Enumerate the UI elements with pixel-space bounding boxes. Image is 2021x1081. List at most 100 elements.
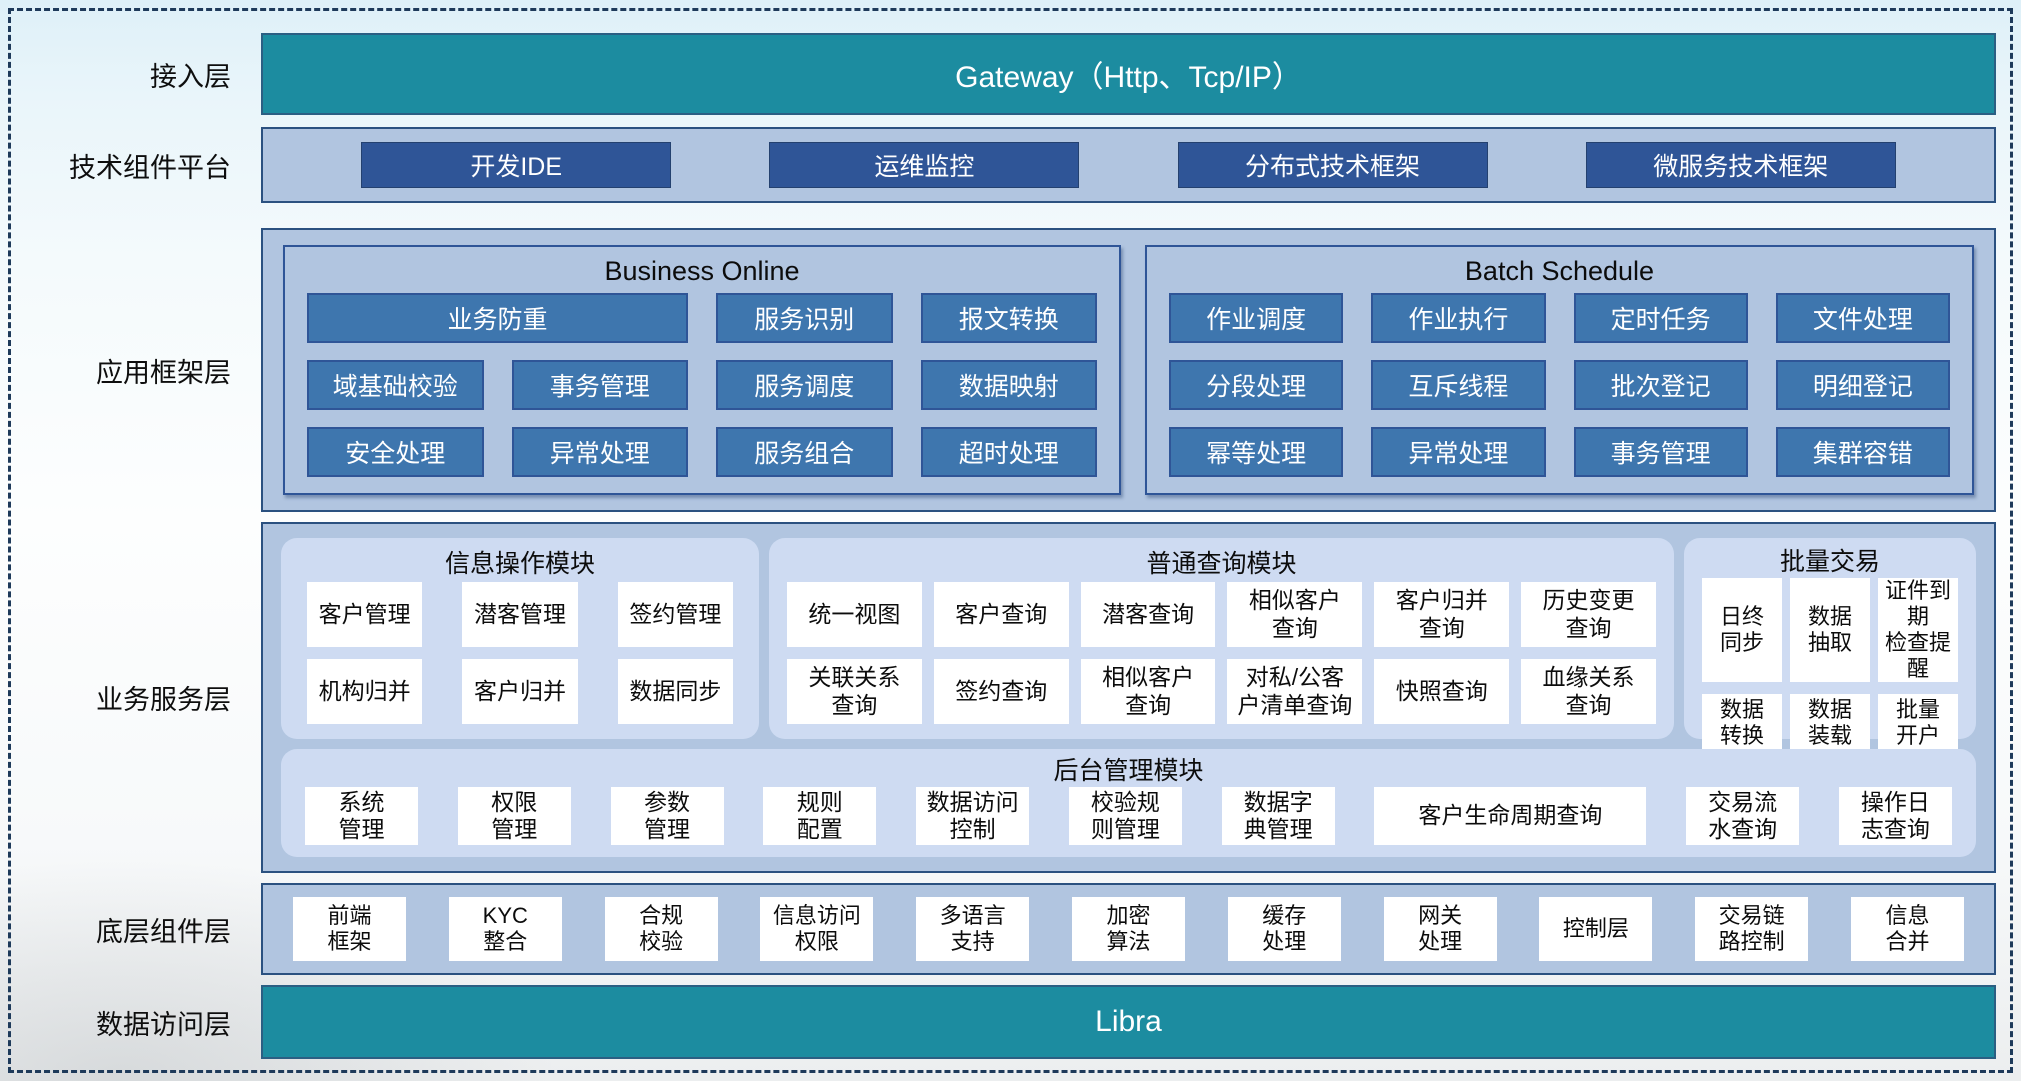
layer-label-tech-platform: 技术组件平台 bbox=[69, 152, 231, 183]
module-card: 幂等处理 bbox=[1169, 427, 1344, 477]
service-card: 参数 管理 bbox=[610, 787, 724, 845]
module-card: 集群容错 bbox=[1775, 427, 1950, 477]
module-card: 定时任务 bbox=[1573, 293, 1748, 343]
service-card: 证件到期 检查提醒 bbox=[1878, 578, 1958, 682]
layer-base-components: 底层组件层 前端 框架 KYC 整合 合规 校验 信息访问 权限 多语言 支持 … bbox=[11, 883, 1996, 975]
module-card: 作业调度 bbox=[1169, 293, 1344, 343]
service-card: 统一视图 bbox=[787, 582, 922, 647]
module-card: 分段处理 bbox=[1169, 360, 1344, 410]
layer-data-access: 数据访问层 Libra bbox=[11, 985, 1996, 1059]
module-card: 异常处理 bbox=[1371, 427, 1546, 477]
service-card: 历史变更 查询 bbox=[1521, 582, 1656, 647]
service-card: 数据 抽取 bbox=[1790, 578, 1870, 682]
service-card: 数据字 典管理 bbox=[1221, 787, 1335, 845]
base-card: KYC 整合 bbox=[448, 897, 562, 961]
service-card: 血缘关系 查询 bbox=[1521, 659, 1656, 724]
service-card: 数据同步 bbox=[617, 659, 733, 724]
diagram-frame: 接入层 Gateway（Http、Tcp/IP） 技术组件平台 开发IDE 运维… bbox=[8, 8, 2013, 1073]
module-card: 互斥线程 bbox=[1371, 360, 1546, 410]
panel-admin-title: 后台管理模块 bbox=[1053, 757, 1204, 785]
module-card: 服务组合 bbox=[716, 427, 893, 477]
base-card: 控制层 bbox=[1539, 897, 1653, 961]
layer-label-app-framework: 应用框架层 bbox=[96, 357, 231, 388]
service-card: 数据访问 控制 bbox=[916, 787, 1030, 845]
service-card: 数据 装载 bbox=[1790, 693, 1870, 752]
base-card: 交易链 路控制 bbox=[1695, 897, 1809, 961]
module-card: 业务防重 bbox=[307, 293, 688, 343]
service-card: 客户归并 查询 bbox=[1374, 582, 1510, 647]
panel-batch-trade: 批量交易 日终 同步 数据 抽取 证件到期 检查提醒 数据 转换 数据 装载 批… bbox=[1684, 538, 1976, 752]
app-framework-container: Business Online 业务防重 服务识别 报文转换 域基础校验 事务管… bbox=[261, 228, 1996, 512]
module-card: 作业执行 bbox=[1371, 293, 1546, 343]
service-card: 校验规 则管理 bbox=[1068, 787, 1182, 845]
panel-batch-trade-title: 批量交易 bbox=[1779, 548, 1880, 576]
service-card: 数据 转换 bbox=[1702, 693, 1782, 752]
tech-item-distributed-framework: 分布式技术框架 bbox=[1177, 142, 1488, 188]
service-card: 系统 管理 bbox=[305, 787, 418, 845]
service-card: 相似客户 查询 bbox=[1080, 659, 1216, 724]
module-card: 明细登记 bbox=[1775, 360, 1950, 410]
base-card: 加密 算法 bbox=[1071, 897, 1185, 961]
module-card: 文件处理 bbox=[1775, 293, 1950, 343]
business-online-box: Business Online 业务防重 服务识别 报文转换 域基础校验 事务管… bbox=[283, 245, 1121, 495]
layer-label-business-service: 业务服务层 bbox=[96, 685, 231, 715]
base-card: 信息访问 权限 bbox=[760, 897, 874, 961]
service-card: 签约查询 bbox=[933, 659, 1069, 724]
service-card: 规则 配置 bbox=[763, 787, 877, 845]
service-card: 机构归并 bbox=[307, 659, 423, 724]
layer-label-access: 接入层 bbox=[150, 61, 231, 92]
batch-schedule-box: Batch Schedule 作业调度 作业执行 定时任务 文件处理 分段处理 … bbox=[1145, 245, 1974, 495]
module-card: 异常处理 bbox=[511, 427, 688, 477]
module-card: 超时处理 bbox=[920, 427, 1097, 477]
layer-label-base-components: 底层组件层 bbox=[96, 916, 231, 947]
service-card: 关联关系 查询 bbox=[787, 659, 922, 724]
service-card: 日终 同步 bbox=[1702, 578, 1782, 682]
module-card: 服务识别 bbox=[716, 293, 893, 343]
service-card: 批量 开户 bbox=[1878, 693, 1958, 752]
layer-label-data-access: 数据访问层 bbox=[96, 1009, 231, 1040]
service-card: 客户生命周期查询 bbox=[1374, 787, 1647, 845]
module-card: 事务管理 bbox=[1573, 427, 1748, 477]
service-card: 签约管理 bbox=[617, 582, 733, 647]
module-card: 批次登记 bbox=[1573, 360, 1748, 410]
tech-item-dev-ide: 开发IDE bbox=[361, 142, 672, 188]
service-card: 权限 管理 bbox=[457, 787, 571, 845]
layer-app-framework: 应用框架层 Business Online 业务防重 服务识别 报文转换 域基础… bbox=[11, 228, 1996, 512]
service-card: 快照查询 bbox=[1374, 659, 1510, 724]
tech-platform-container: 开发IDE 运维监控 分布式技术框架 微服务技术框架 bbox=[261, 127, 1996, 203]
service-card: 潜客管理 bbox=[462, 582, 578, 647]
module-card: 数据映射 bbox=[920, 360, 1097, 410]
base-card: 合规 校验 bbox=[604, 897, 718, 961]
panel-common-query-title: 普通查询模块 bbox=[1146, 550, 1297, 578]
service-card: 潜客查询 bbox=[1080, 582, 1216, 647]
service-card: 相似客户 查询 bbox=[1227, 582, 1363, 647]
gateway-bar: Gateway（Http、Tcp/IP） bbox=[261, 33, 1996, 115]
libra-bar: Libra bbox=[261, 985, 1996, 1059]
tech-item-ops-monitor: 运维监控 bbox=[769, 142, 1080, 188]
module-card: 事务管理 bbox=[511, 360, 688, 410]
panel-info-ops: 信息操作模块 客户管理 潜客管理 签约管理 机构归并 客户归并 数据同步 bbox=[281, 538, 759, 739]
service-card: 交易流 水查询 bbox=[1686, 787, 1800, 845]
base-card: 网关 处理 bbox=[1383, 897, 1497, 961]
base-card: 多语言 支持 bbox=[916, 897, 1030, 961]
service-card: 客户查询 bbox=[933, 582, 1069, 647]
service-card: 客户归并 bbox=[462, 659, 578, 724]
module-card: 报文转换 bbox=[920, 293, 1097, 343]
tech-item-microservice-framework: 微服务技术框架 bbox=[1585, 142, 1896, 188]
module-card: 服务调度 bbox=[716, 360, 893, 410]
architecture-diagram: 接入层 Gateway（Http、Tcp/IP） 技术组件平台 开发IDE 运维… bbox=[11, 11, 2010, 1059]
panel-info-ops-title: 信息操作模块 bbox=[444, 550, 595, 578]
panel-common-query: 普通查询模块 统一视图 客户查询 潜客查询 相似客户 查询 客户归并 查询 历史… bbox=[769, 538, 1674, 739]
base-card: 信息 合并 bbox=[1850, 897, 1964, 961]
base-card: 前端 框架 bbox=[293, 897, 406, 961]
layer-access: 接入层 Gateway（Http、Tcp/IP） bbox=[11, 33, 1996, 115]
service-card: 客户管理 bbox=[307, 582, 423, 647]
business-online-title: Business Online bbox=[604, 255, 800, 286]
base-card: 缓存 处理 bbox=[1227, 897, 1341, 961]
layer-tech-platform: 技术组件平台 开发IDE 运维监控 分布式技术框架 微服务技术框架 bbox=[11, 127, 1996, 203]
business-service-container: 信息操作模块 客户管理 潜客管理 签约管理 机构归并 客户归并 数据同步 bbox=[261, 522, 1996, 873]
service-card: 操作日 志查询 bbox=[1838, 787, 1952, 845]
service-card: 对私/公客 户清单查询 bbox=[1227, 659, 1363, 724]
panel-admin: 后台管理模块 系统 管理 权限 管理 参数 管理 规则 配置 数据访问 控制 校… bbox=[281, 749, 1976, 857]
base-components-container: 前端 框架 KYC 整合 合规 校验 信息访问 权限 多语言 支持 加密 算法 … bbox=[261, 883, 1996, 975]
